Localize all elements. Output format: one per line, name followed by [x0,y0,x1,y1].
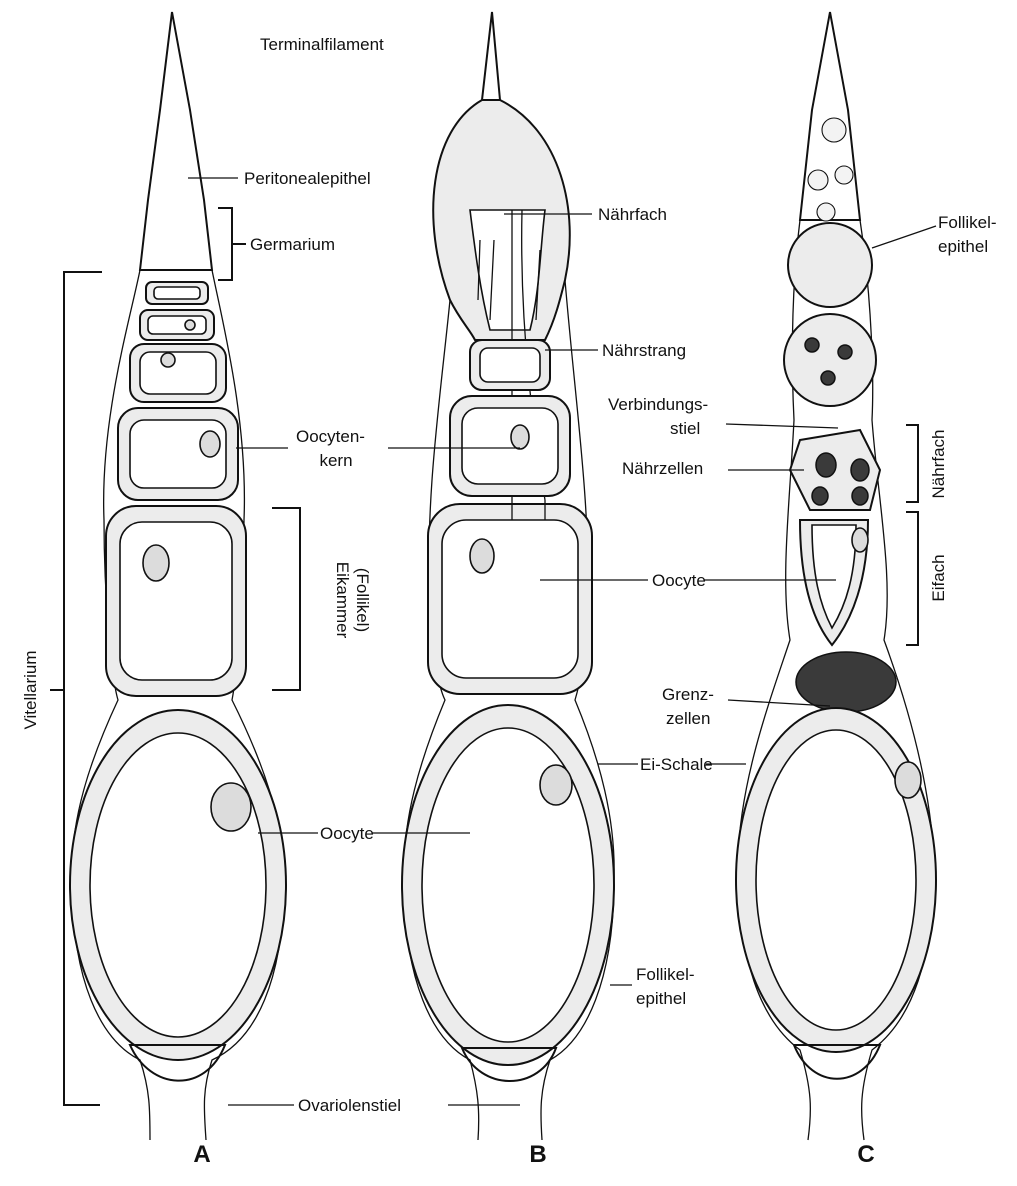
panel-label-c: C [857,1141,874,1168]
label-eikammer-2: (Follikel) [353,568,372,632]
label-grenzzellen-1: Grenz- [662,685,714,704]
label-peritonealepithel: Peritonealepithel [244,169,371,188]
label-verbindungsstiel-2: stiel [670,419,700,438]
label-terminalfilament: Terminalfilament [260,35,384,54]
label-naehrfach-c: Nährfach [929,430,948,499]
panel-label-b: B [529,1141,546,1168]
label-ei-schale: Ei-Schale [640,755,713,774]
label-follikelepithel-b-1: Follikel- [636,965,695,984]
label-oocyte-b: Oocyte [652,571,706,590]
label-naehrzellen: Nährzellen [622,459,703,478]
oocyte-nucleus-large-a [211,783,251,831]
label-ovariolenstiel: Ovariolenstiel [298,1096,401,1115]
label-follikelepithel-b-2: epithel [636,989,686,1008]
label-grenzzellen-2: zellen [666,709,710,728]
label-oocytenkern-2: kern [319,451,352,470]
label-verbindungsstiel-1: Verbindungs- [608,395,708,414]
label-vitellarium: Vitellarium [21,650,40,729]
ovariole-c [736,12,936,1140]
label-germarium: Germarium [250,235,335,254]
bracket-germarium [218,208,246,280]
oocyte-nucleus-a [200,431,220,457]
label-naehrfach-b: Nährfach [598,205,667,224]
label-oocytenkern-1: Oocyten- [296,427,365,446]
label-follikelepithel-c-2: epithel [938,237,988,256]
bracket-eifach-c [906,512,918,645]
terminal-filament-a [140,12,212,270]
border-cells-c [796,652,896,712]
label-follikelepithel-c-1: Follikel- [938,213,997,232]
panel-label-a: A [193,1141,210,1168]
ovariole-b [402,12,614,1140]
bracket-eikammer [272,508,300,690]
label-eikammer-1: Eikammer [333,562,352,639]
label-eifach: Eifach [929,554,948,601]
bracket-naehrfach-c [906,425,918,502]
label-oocyte-a: Oocyte [320,824,374,843]
label-naehrstrang: Nährstrang [602,341,686,360]
